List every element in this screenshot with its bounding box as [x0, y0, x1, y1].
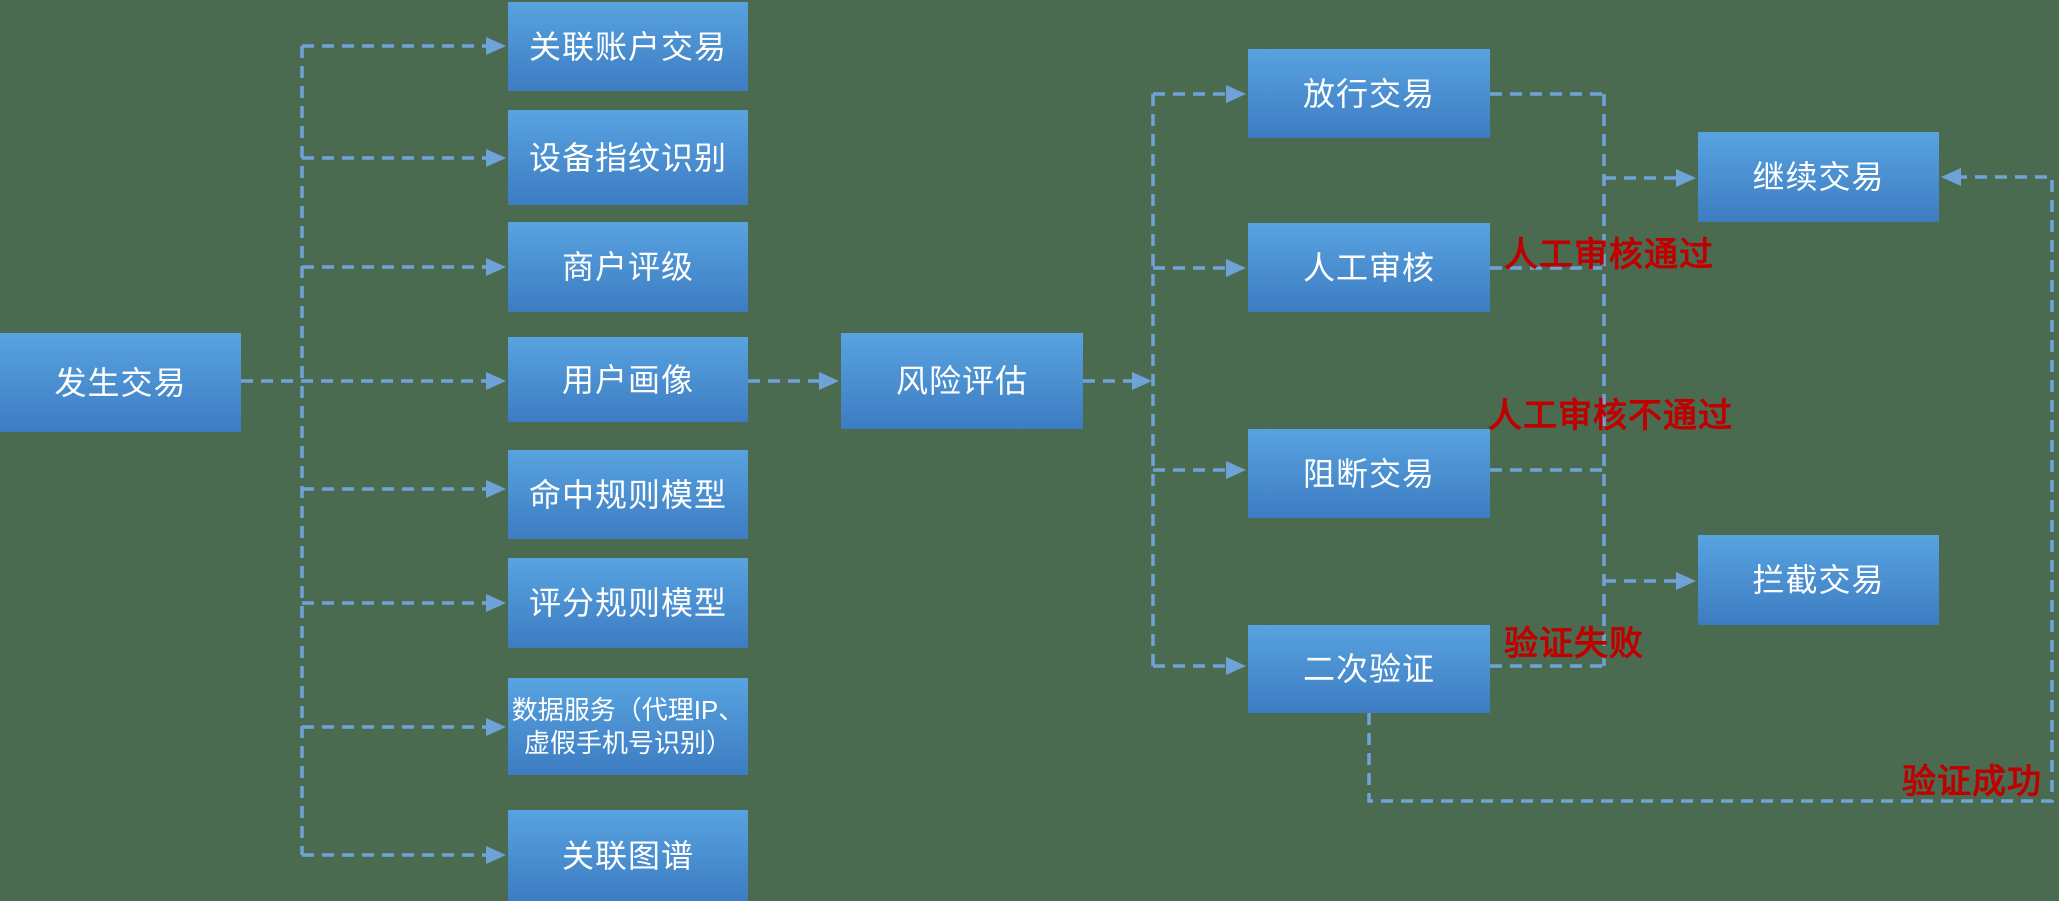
- edge-label-verification-fail: 验证失败: [1504, 625, 1644, 663]
- node-score-rule-model: 评分规则模型: [508, 558, 748, 648]
- edge-label-manual-review-fail: 人工审核不通过: [1488, 397, 1733, 435]
- node-linked-account-transaction: 关联账户交易: [508, 2, 748, 91]
- node-user-profile: 用户画像: [508, 337, 748, 422]
- line-return-path: [1367, 175, 2054, 803]
- node-release-transaction: 放行交易: [1248, 49, 1490, 138]
- edge-label-verification-success: 验证成功: [1902, 763, 2042, 801]
- node-device-fingerprint: 设备指纹识别: [508, 110, 748, 205]
- node-manual-review: 人工审核: [1248, 223, 1490, 312]
- node-secondary-verification: 二次验证: [1248, 625, 1490, 713]
- node-continue-transaction: 继续交易: [1698, 132, 1939, 222]
- node-risk-assessment: 风险评估: [841, 333, 1083, 429]
- node-hit-rule-model: 命中规则模型: [508, 450, 748, 539]
- edge-label-manual-review-pass: 人工审核通过: [1504, 236, 1714, 274]
- node-relation-graph: 关联图谱: [508, 810, 748, 901]
- node-intercept-transaction: 拦截交易: [1698, 535, 1939, 625]
- node-data-service: 数据服务（代理IP、 虚假手机号识别）: [508, 678, 748, 775]
- node-transaction-occurs: 发生交易: [0, 333, 241, 432]
- node-merchant-rating: 商户评级: [508, 222, 748, 312]
- node-block-transaction: 阻断交易: [1248, 429, 1490, 518]
